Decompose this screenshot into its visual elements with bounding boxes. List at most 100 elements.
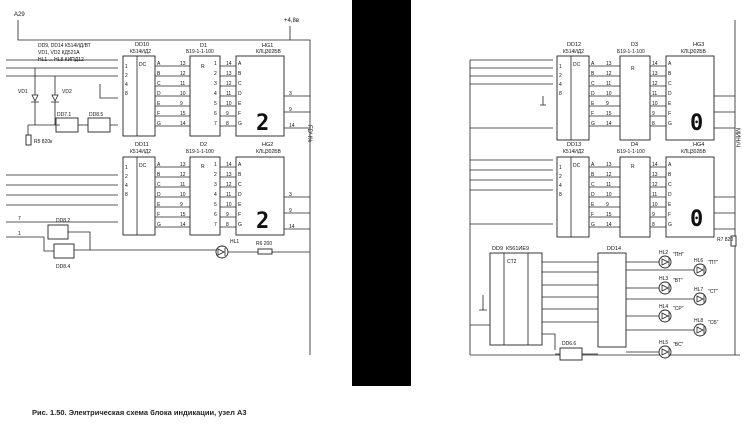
pin-label: 11 xyxy=(226,192,231,198)
segment-label: A xyxy=(238,61,242,67)
pin-label: 15 xyxy=(606,212,612,218)
decoder-dd14: DD14 xyxy=(597,246,627,348)
pin-label: 8 xyxy=(652,222,655,228)
gate-dd8 xyxy=(87,117,111,133)
book-spine-shadow xyxy=(352,0,411,386)
segment-label: C xyxy=(668,81,672,87)
pin-label: 2 xyxy=(214,71,217,77)
pin-label: 10 xyxy=(180,192,186,198)
decoder-ref: DD13 xyxy=(567,142,581,148)
pin-label: 12 xyxy=(226,182,232,188)
input-pin-label: 8 xyxy=(559,91,562,97)
pin-label: 15 xyxy=(180,111,186,117)
pin-label: 12 xyxy=(180,172,186,178)
pin-label: 10 xyxy=(180,91,186,97)
pin-label: 13 xyxy=(606,61,612,67)
led-day-label: "СБ" xyxy=(708,320,719,326)
segment-label: E xyxy=(591,101,595,107)
display-type: КЛЦ302БВ xyxy=(256,149,282,155)
segment-label: C xyxy=(238,182,242,188)
led-hl6: HL6 "ПТ" xyxy=(626,258,718,277)
segment-label: E xyxy=(238,202,242,208)
decoder-dd13: DD13 К514ИД2 DC xyxy=(556,142,590,238)
led-ref: HL7 xyxy=(694,287,703,293)
led-ref: HL3 xyxy=(659,276,668,282)
pin-label: 10 xyxy=(606,192,612,198)
segment-label: C xyxy=(238,81,242,87)
pin-label: 12 xyxy=(652,182,658,188)
resistor-r6 xyxy=(257,248,273,255)
pin-label: 3 xyxy=(289,91,292,97)
pin-label: 11 xyxy=(606,81,611,87)
pin-label: 10 xyxy=(606,91,612,97)
pin-label: 12 xyxy=(606,71,612,77)
segment-label: F xyxy=(668,111,671,117)
pin-label: 14 xyxy=(226,61,232,67)
pin-label: 8 xyxy=(226,121,229,127)
resnet-ref: D4 xyxy=(631,142,638,148)
resistor-r7 xyxy=(730,235,737,247)
pin-label: 14 xyxy=(226,162,232,168)
led-ref: HL2 xyxy=(659,250,668,256)
resnet-type: Б19-1-1-100 xyxy=(617,49,645,55)
decoder-ref: DD11 xyxy=(135,142,149,148)
diode-vd1: VD1 xyxy=(18,68,39,125)
pin-label: 1 xyxy=(214,61,217,67)
display-ref: HG4 xyxy=(693,142,704,148)
segment-label: B xyxy=(591,172,595,178)
input-pin-label: 8 xyxy=(559,192,562,198)
left-schematic: A29 +4,8в DD9, DD14 К514ИД/ВТ VD1, VD2 К… xyxy=(6,12,312,355)
input-pin-label: 8 xyxy=(125,192,128,198)
segment-label: B xyxy=(591,71,595,77)
pin-label: 3 xyxy=(289,192,292,198)
segment-label: C xyxy=(591,81,595,87)
pin-label: 6 xyxy=(214,111,217,117)
segment-label: B xyxy=(668,71,672,77)
segment-label: A xyxy=(591,61,595,67)
segment-label: A xyxy=(238,162,242,168)
gate-dd7-label: DD7.1 xyxy=(57,112,71,118)
resnet-ref: D2 xyxy=(200,142,207,148)
segment-label: G xyxy=(238,222,242,228)
decoder-func: DC xyxy=(139,62,147,68)
segment-label: C xyxy=(157,81,161,87)
led-day-label: "ПТ" xyxy=(708,260,718,266)
gate-dd66 xyxy=(559,347,583,361)
gate-dd8-4 xyxy=(53,243,75,259)
led-ref: HL6 xyxy=(694,258,703,264)
led-hl8: HL8"СБ" xyxy=(626,318,719,337)
pin-label: 7 xyxy=(18,216,21,222)
display-type: КЛЦ302БВ xyxy=(681,49,707,55)
input-pin-label: 4 xyxy=(559,183,562,189)
pin-label: 10 xyxy=(652,202,658,208)
pin-label: 5 xyxy=(214,202,217,208)
segment-label: E xyxy=(668,202,672,208)
segment-label: G xyxy=(157,222,161,228)
gate-label: DD8.4 xyxy=(56,264,70,270)
segment-label: D xyxy=(157,192,161,198)
right-schematic: DD12 К514ИД2 DC DD13 К514ИД2 DC D3 Б19-1… xyxy=(469,20,740,361)
resnet-d3: D3 Б19-1-1-100 R xyxy=(617,42,651,141)
segment-label: D xyxy=(238,192,242,198)
segment-label: G xyxy=(238,121,242,127)
segment-label: E xyxy=(157,202,161,208)
pin-label: 4 xyxy=(214,91,217,97)
pin-label: 12 xyxy=(606,172,612,178)
pin-label: 15 xyxy=(180,212,186,218)
pin-label: 11 xyxy=(180,81,185,87)
input-pin-label: 1 xyxy=(125,165,128,171)
resnet-func: R xyxy=(201,64,205,70)
segment-label: D xyxy=(238,91,242,97)
figure-caption: Рис. 1.50. Электрическая схема блока инд… xyxy=(32,408,247,417)
segment-label: A xyxy=(668,61,672,67)
input-pin-label: 2 xyxy=(125,73,128,79)
resistor-r5-label: R5 820к xyxy=(34,139,53,145)
pin-label: 3 xyxy=(214,182,217,188)
led-day-label: "ВС" xyxy=(673,342,684,348)
input-pin-label: 4 xyxy=(125,183,128,189)
pin-label: 13 xyxy=(180,162,186,168)
segment-label: B xyxy=(238,71,242,77)
resnet-type: Б19-1-1-100 xyxy=(186,149,214,155)
display-ref: HG2 xyxy=(262,142,273,148)
